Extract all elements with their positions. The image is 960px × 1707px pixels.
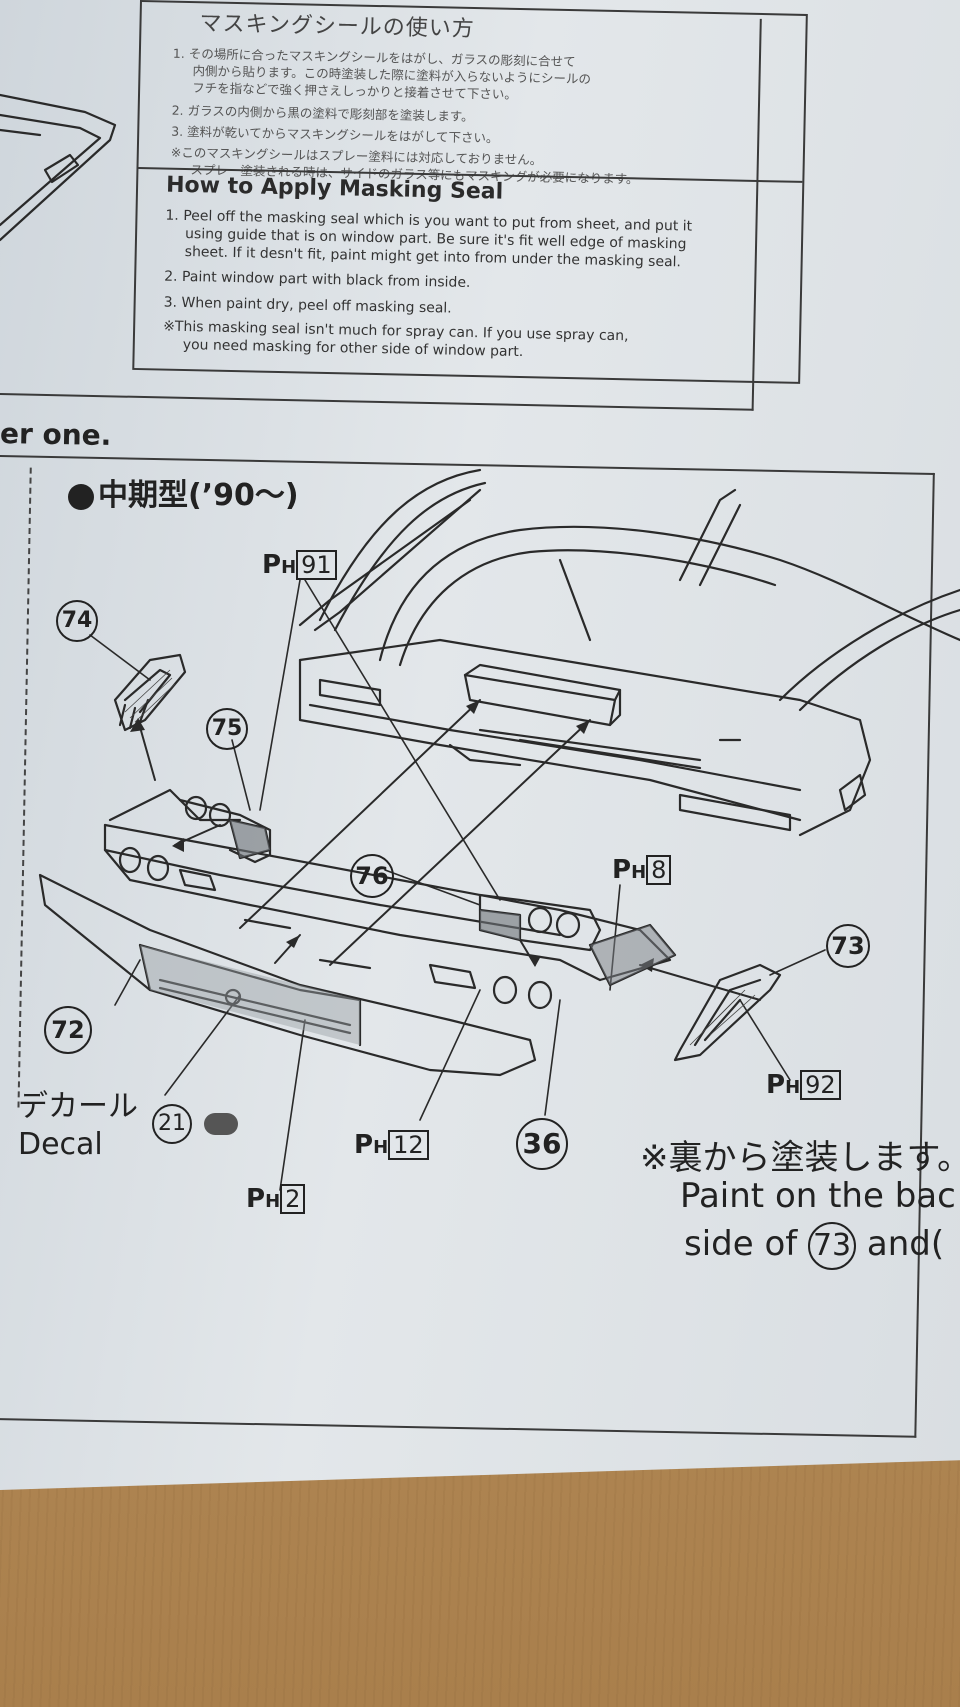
part-number-74: 74 xyxy=(56,600,98,642)
section-title: 中期型(’90〜) xyxy=(68,470,299,514)
part75-shade xyxy=(230,820,270,858)
paint-number-2: 2 xyxy=(280,1184,306,1214)
paint-note-part-73: 73 xyxy=(808,1222,857,1270)
part-label-75: 75 xyxy=(206,708,248,750)
cropped-part-drawing xyxy=(0,93,117,242)
part-number-72: 72 xyxy=(44,1006,92,1054)
part76-shade xyxy=(480,910,520,940)
paint-prefix: P xyxy=(262,550,282,580)
section-title-text: 中期型(’90〜) xyxy=(98,478,299,513)
paint-prefix: P xyxy=(766,1070,786,1100)
part-label-73: 73 xyxy=(826,924,870,968)
part-label-21: 21 xyxy=(152,1104,238,1144)
part-label-36: 36 xyxy=(516,1118,568,1170)
part-hatching xyxy=(124,669,756,1046)
part-number-21: 21 xyxy=(152,1104,192,1144)
paint-sub: H xyxy=(373,1137,389,1158)
part-74-drawing xyxy=(113,653,187,732)
part-number-76: 76 xyxy=(350,854,394,898)
paint-number-91: 91 xyxy=(296,550,337,580)
car-body-drawing xyxy=(298,468,960,837)
paint-number-8: 8 xyxy=(646,855,672,885)
paint-sub: H xyxy=(281,557,297,578)
paint-note-jp: ※裏から塗装します。 xyxy=(640,1138,960,1178)
instruction-sheet: マスキングシールの使い方 1. その場所に合ったマスキングシールをはがし、ガラス… xyxy=(0,0,960,1490)
part-number-75: 75 xyxy=(206,708,248,750)
part-label-72: 72 xyxy=(44,1006,92,1054)
corner-shade xyxy=(590,925,675,985)
bullet-dot xyxy=(68,483,94,510)
paint-prefix: P xyxy=(354,1130,374,1160)
leader-lines xyxy=(89,579,826,1191)
decal-label-en: Decal xyxy=(18,1127,103,1162)
paint-sub: H xyxy=(785,1077,801,1098)
decal-label-jp: デカール xyxy=(18,1089,138,1124)
part-number-36: 36 xyxy=(516,1118,568,1170)
decal-label: デカール Decal xyxy=(18,1088,138,1164)
paint-prefix: P xyxy=(612,855,632,885)
paint-note-en-pre: side of xyxy=(684,1224,798,1264)
part-73-drawing xyxy=(673,963,782,1062)
decal-marker xyxy=(224,988,242,1006)
decal-sheet-icon xyxy=(203,1113,238,1135)
part-number-73: 73 xyxy=(826,924,870,968)
paint-sub: H xyxy=(631,862,647,883)
bumper-assembly-diagram xyxy=(0,93,960,1191)
paint-number-92: 92 xyxy=(800,1070,841,1100)
paint-number-12: 12 xyxy=(388,1130,429,1160)
paint-note-en-post: and( xyxy=(866,1224,945,1264)
paint-note-en-line1: Paint on the bac xyxy=(680,1176,956,1216)
paint-prefix: P xyxy=(246,1184,266,1214)
paint-sub: H xyxy=(265,1191,281,1212)
paint-note-en-line2: side of 73 and( xyxy=(684,1222,944,1270)
part-label-76: 76 xyxy=(350,854,394,898)
valance-shade xyxy=(140,945,360,1045)
part-label-74: 74 xyxy=(56,600,98,642)
